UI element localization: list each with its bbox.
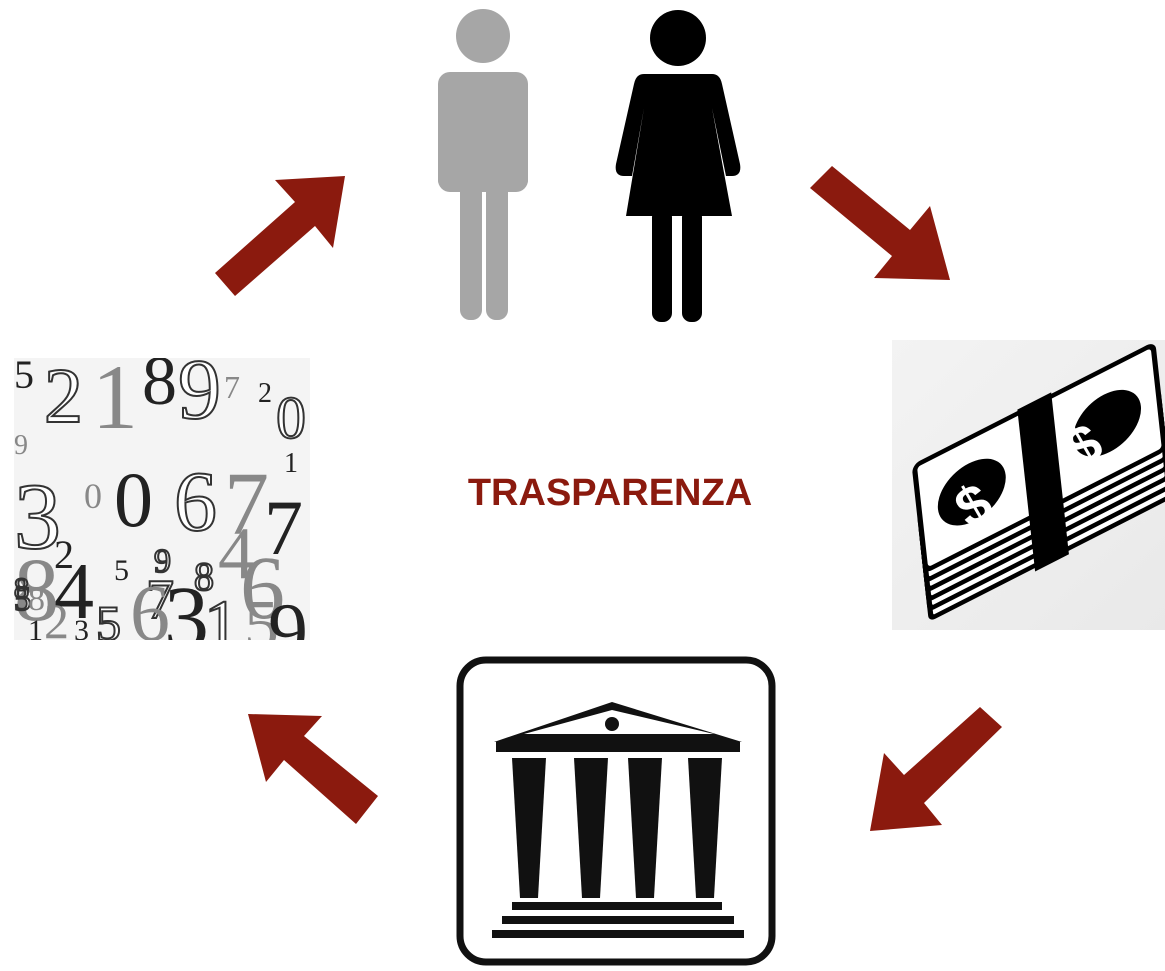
number-digit: 9: [154, 543, 171, 580]
number-digit: 2: [258, 378, 272, 409]
number-digit: 7: [224, 369, 240, 405]
number-digit: 4: [218, 513, 255, 595]
man-woman-icon: [438, 9, 741, 322]
arrow-shape: [215, 176, 345, 296]
number-digit: 8: [194, 554, 214, 599]
number-digit: 5: [114, 554, 129, 587]
number-digit: 7: [264, 484, 303, 571]
arrow-shape: [248, 714, 378, 824]
number-digit: 2: [44, 358, 83, 439]
number-digit: 5: [14, 358, 34, 397]
number-digit: 1: [284, 448, 298, 479]
number-digit: 1: [28, 614, 43, 640]
number-digit: 9: [178, 358, 221, 437]
arrow-institution-to-numbers: [248, 714, 378, 824]
number-digit: 8: [14, 572, 29, 605]
arrow-money-to-institution: [870, 707, 1002, 831]
number-digit: 7: [224, 455, 269, 554]
number-digit: 6: [240, 539, 285, 638]
number-digit: 0: [276, 385, 306, 451]
arrow-shape: [810, 166, 950, 280]
number-digit: 5: [96, 595, 121, 640]
institution-building-icon: [456, 656, 776, 966]
number-digit: 3: [14, 465, 61, 569]
arrow-people-to-money: [810, 166, 950, 280]
number-digit: 6: [130, 570, 170, 640]
arrow-shape: [870, 707, 1002, 831]
number-digit: 3: [164, 569, 209, 640]
number-digit: 5: [14, 581, 31, 618]
money-stack-icon: $ $: [892, 340, 1165, 630]
number-digit: 9: [14, 430, 28, 461]
number-digit: 0: [84, 476, 102, 516]
arrow-numbers-to-people: [215, 176, 345, 296]
number-digit: 8: [142, 358, 177, 420]
number-digit: 9: [268, 588, 308, 640]
center-title: TRASPARENZA: [467, 472, 753, 514]
number-digit: 4: [54, 548, 94, 636]
money-stack-graphic: $ $: [912, 344, 1165, 620]
number-digit: 2: [44, 593, 69, 640]
man-figure: [438, 9, 528, 320]
woman-figure: [615, 10, 741, 322]
number-digit: 2: [54, 532, 74, 577]
number-digit: 0: [114, 456, 153, 543]
number-digit: 5: [244, 587, 279, 640]
number-digit: 8: [14, 541, 59, 640]
number-digit: 6: [174, 453, 217, 549]
number-digit: 3: [74, 614, 89, 640]
number-digit: 1: [204, 587, 239, 640]
number-digit: 7: [146, 569, 174, 631]
number-digit: 8: [28, 581, 45, 618]
number-digit: 1: [92, 358, 138, 448]
